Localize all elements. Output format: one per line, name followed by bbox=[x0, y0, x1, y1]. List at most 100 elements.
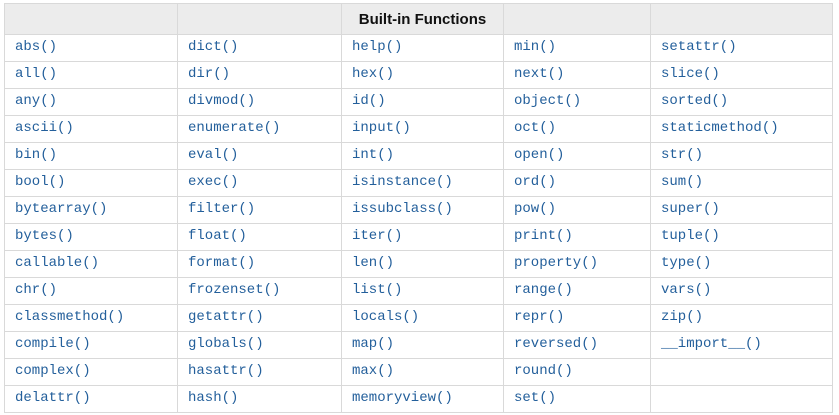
function-link[interactable]: vars() bbox=[661, 282, 712, 298]
function-link[interactable]: classmethod() bbox=[15, 309, 125, 325]
function-cell: divmod() bbox=[177, 88, 342, 116]
function-link[interactable]: hex() bbox=[352, 66, 395, 82]
function-link[interactable]: bool() bbox=[15, 174, 66, 190]
function-link[interactable]: delattr() bbox=[15, 390, 91, 406]
function-link[interactable]: all() bbox=[15, 66, 58, 82]
function-link[interactable]: id() bbox=[352, 93, 386, 109]
function-cell: dir() bbox=[177, 61, 342, 89]
function-cell: compile() bbox=[4, 331, 178, 359]
function-link[interactable]: input() bbox=[352, 120, 411, 136]
function-link[interactable]: oct() bbox=[514, 120, 557, 136]
table-row: compile() globals() map() reversed() __impor… bbox=[4, 331, 833, 359]
function-cell: sum() bbox=[650, 169, 833, 197]
function-link[interactable]: sum() bbox=[661, 174, 704, 190]
function-cell: enumerate() bbox=[177, 115, 342, 143]
function-link[interactable]: help() bbox=[352, 39, 403, 55]
function-link[interactable]: setattr() bbox=[661, 39, 737, 55]
function-link[interactable]: sorted() bbox=[661, 93, 729, 109]
function-link[interactable]: memoryview() bbox=[352, 390, 453, 406]
function-cell: ord() bbox=[503, 169, 651, 197]
builtin-functions-table: Built-in Functions abs() dict() help() min(… bbox=[4, 3, 833, 413]
function-link[interactable]: callable() bbox=[15, 255, 100, 271]
function-link[interactable]: open() bbox=[514, 147, 565, 163]
header-cell-empty-1 bbox=[4, 3, 178, 35]
function-link[interactable]: list() bbox=[352, 282, 403, 298]
table-row: bytearray() filter() issubclass() pow() supe… bbox=[4, 196, 833, 224]
function-cell: chr() bbox=[4, 277, 178, 305]
function-link[interactable]: compile() bbox=[15, 336, 91, 352]
function-link[interactable]: getattr() bbox=[188, 309, 264, 325]
function-link[interactable]: __import__() bbox=[661, 336, 762, 352]
function-cell: len() bbox=[341, 250, 504, 278]
function-link[interactable]: print() bbox=[514, 228, 573, 244]
function-link[interactable]: staticmethod() bbox=[661, 120, 779, 136]
function-link[interactable]: globals() bbox=[188, 336, 264, 352]
function-cell: isinstance() bbox=[341, 169, 504, 197]
table-row: ascii() enumerate() input() oct() staticmeth… bbox=[4, 115, 833, 143]
function-link[interactable]: hash() bbox=[188, 390, 239, 406]
function-link[interactable]: bytes() bbox=[15, 228, 74, 244]
function-cell: globals() bbox=[177, 331, 342, 359]
function-cell: oct() bbox=[503, 115, 651, 143]
function-link[interactable]: iter() bbox=[352, 228, 403, 244]
function-link[interactable]: str() bbox=[661, 147, 704, 163]
function-link[interactable]: abs() bbox=[15, 39, 58, 55]
function-link[interactable]: isinstance() bbox=[352, 174, 453, 190]
table-row: bytes() float() iter() print() tuple() bbox=[4, 223, 833, 251]
function-link[interactable]: repr() bbox=[514, 309, 565, 325]
function-link[interactable]: pow() bbox=[514, 201, 557, 217]
table-body: abs() dict() help() min() setattr() all() dir(… bbox=[4, 34, 833, 413]
function-link[interactable]: format() bbox=[188, 255, 256, 271]
function-link[interactable]: frozenset() bbox=[188, 282, 281, 298]
function-link[interactable]: type() bbox=[661, 255, 712, 271]
function-link[interactable]: object() bbox=[514, 93, 582, 109]
function-link[interactable]: slice() bbox=[661, 66, 720, 82]
function-link[interactable]: eval() bbox=[188, 147, 239, 163]
function-link[interactable]: min() bbox=[514, 39, 557, 55]
function-cell: help() bbox=[341, 34, 504, 62]
function-link[interactable]: divmod() bbox=[188, 93, 256, 109]
function-link[interactable]: range() bbox=[514, 282, 573, 298]
function-link[interactable]: hasattr() bbox=[188, 363, 264, 379]
function-link[interactable]: locals() bbox=[352, 309, 420, 325]
function-link[interactable]: ascii() bbox=[15, 120, 74, 136]
function-link[interactable]: set() bbox=[514, 390, 557, 406]
function-link[interactable]: zip() bbox=[661, 309, 704, 325]
function-link[interactable]: exec() bbox=[188, 174, 239, 190]
function-cell: property() bbox=[503, 250, 651, 278]
function-link[interactable]: int() bbox=[352, 147, 395, 163]
function-link[interactable]: issubclass() bbox=[352, 201, 453, 217]
function-cell: frozenset() bbox=[177, 277, 342, 305]
function-link[interactable]: len() bbox=[352, 255, 395, 271]
function-cell: print() bbox=[503, 223, 651, 251]
function-cell: repr() bbox=[503, 304, 651, 332]
function-link[interactable]: super() bbox=[661, 201, 720, 217]
function-link[interactable]: any() bbox=[15, 93, 58, 109]
table-row: any() divmod() id() object() sorted() bbox=[4, 88, 833, 116]
function-link[interactable]: bytearray() bbox=[15, 201, 108, 217]
function-cell: delattr() bbox=[4, 385, 178, 413]
function-link[interactable]: property() bbox=[514, 255, 599, 271]
function-link[interactable]: next() bbox=[514, 66, 565, 82]
function-cell: hasattr() bbox=[177, 358, 342, 386]
function-link[interactable]: float() bbox=[188, 228, 247, 244]
function-cell: exec() bbox=[177, 169, 342, 197]
function-link[interactable]: complex() bbox=[15, 363, 91, 379]
function-link[interactable]: dict() bbox=[188, 39, 239, 55]
function-link[interactable]: round() bbox=[514, 363, 573, 379]
empty-cell bbox=[650, 385, 833, 413]
empty-cell bbox=[650, 358, 833, 386]
function-link[interactable]: filter() bbox=[188, 201, 256, 217]
function-link[interactable]: map() bbox=[352, 336, 395, 352]
function-cell: vars() bbox=[650, 277, 833, 305]
function-link[interactable]: enumerate() bbox=[188, 120, 281, 136]
function-link[interactable]: chr() bbox=[15, 282, 58, 298]
function-link[interactable]: tuple() bbox=[661, 228, 720, 244]
function-link[interactable]: reversed() bbox=[514, 336, 599, 352]
function-link[interactable]: max() bbox=[352, 363, 395, 379]
table-header-title: Built-in Functions bbox=[341, 3, 504, 35]
function-link[interactable]: dir() bbox=[188, 66, 231, 82]
function-cell: tuple() bbox=[650, 223, 833, 251]
function-link[interactable]: ord() bbox=[514, 174, 557, 190]
function-link[interactable]: bin() bbox=[15, 147, 58, 163]
